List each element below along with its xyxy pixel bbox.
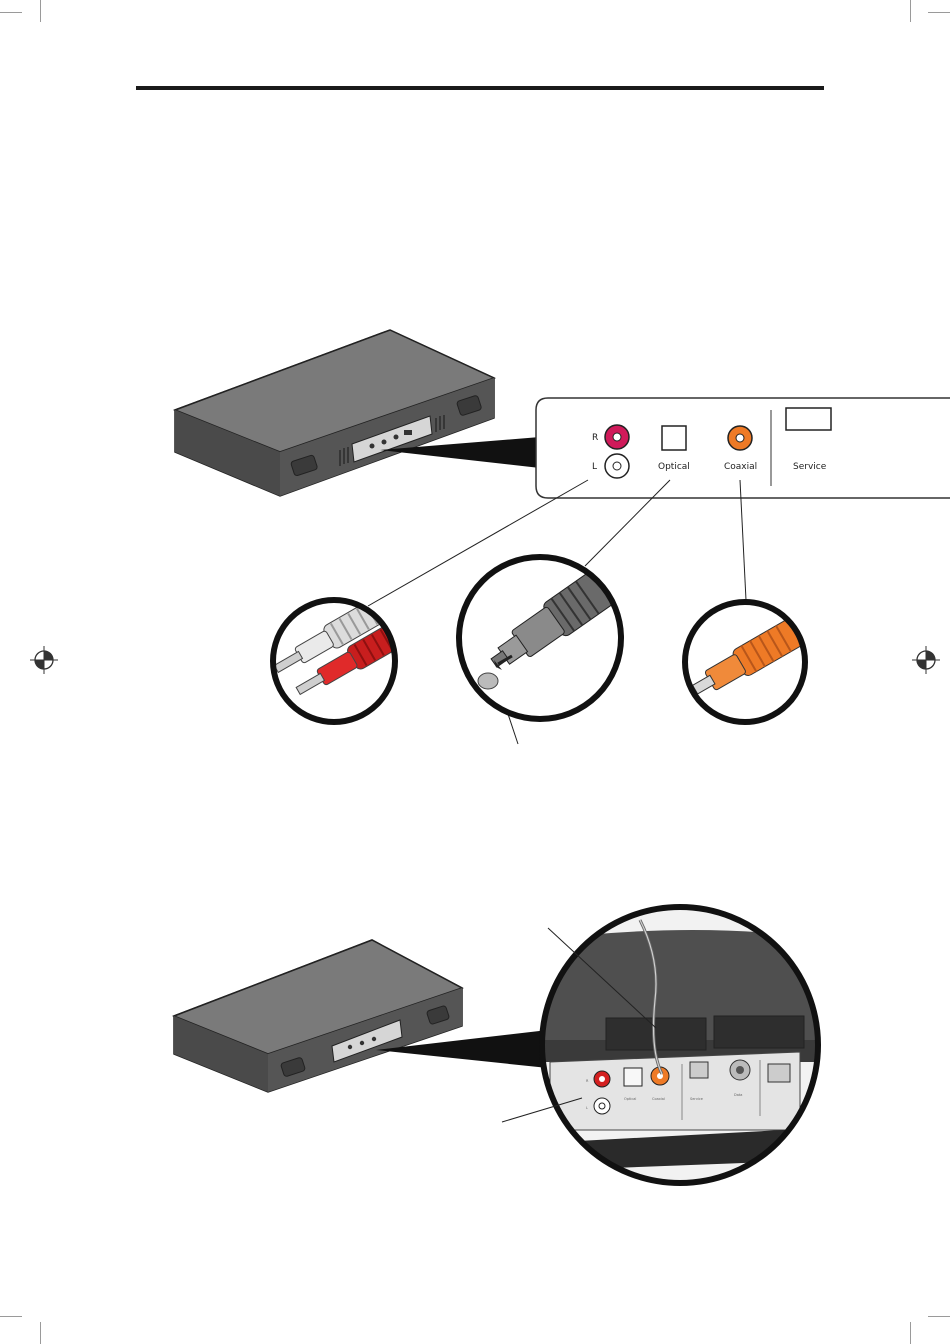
rear-panel-closeup: R L Optical Coaxial Service	[536, 398, 950, 498]
closeup-label-coaxial: Coaxial	[652, 1097, 665, 1101]
rear-panel-photo-closeup: R L Optical Coaxial Service Data	[530, 900, 830, 1200]
console-illustration-top	[175, 330, 494, 496]
closeup-label-optical: Optical	[624, 1097, 636, 1101]
registration-mark-icon	[912, 646, 940, 674]
console-illustration-bottom	[174, 940, 462, 1092]
label-coaxial: Coaxial	[724, 462, 757, 472]
label-service: Service	[793, 462, 827, 472]
label-optical: Optical	[658, 462, 690, 472]
closeup-label-service: Service	[690, 1097, 703, 1101]
coaxial-cable-closeup	[685, 602, 815, 722]
registration-mark-icon	[30, 646, 58, 674]
optical-jack	[662, 426, 686, 450]
label-l: L	[592, 462, 597, 472]
optical-cable-closeup	[459, 554, 638, 719]
rca-cable-closeup	[270, 583, 428, 722]
closeup-label-data: Data	[734, 1093, 742, 1097]
label-r: R	[592, 433, 598, 443]
service-port	[786, 408, 831, 430]
closeup-label-l: L	[586, 1106, 588, 1110]
